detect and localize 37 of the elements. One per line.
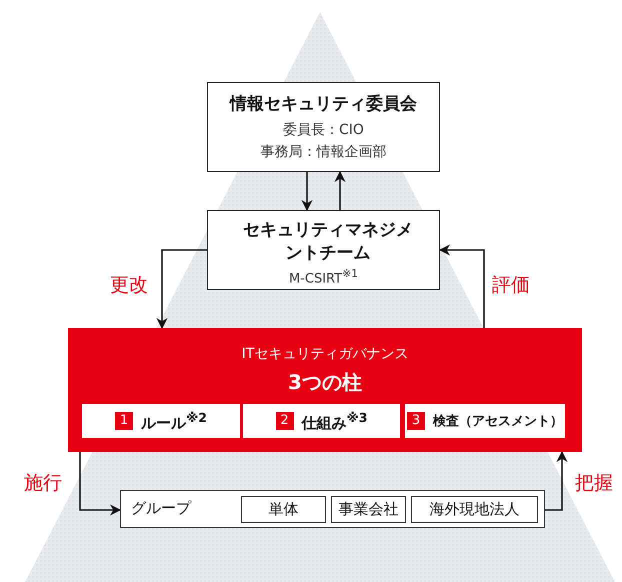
panel-subtitle: ITセキュリティガバナンス [240,345,410,364]
entity-box [331,496,406,523]
arrow [156,249,207,330]
pillar-label: 検査（アセスメント） [433,413,563,430]
team-abbreviation: M-CSIRT$^{※1}$ [288,266,360,288]
number-badge: 3 [407,412,425,430]
pillar-box [82,404,240,438]
governance-panel [68,328,582,452]
group-box [120,490,545,528]
edge-label: 施行 [24,471,62,496]
panel-title: 3つの柱 [287,369,363,396]
entity-label: 単体 [268,500,298,519]
committee-title: 情報セキュリティ委員会 [228,93,418,116]
entity-label: 海外現地法人 [430,500,520,519]
committee-box [207,82,440,172]
entity-box [411,496,538,523]
edge-label: 評価 [492,273,530,298]
arrow [301,172,313,212]
team-name: セキュリティマネジメントチーム [242,219,414,265]
entity-box [241,496,326,523]
group-label: グループ [131,499,191,518]
edge-label: 把握 [575,471,613,496]
number-badge: 2 [276,412,294,430]
arrow [334,170,346,210]
entity-label: 事業会社 [338,500,398,519]
arrow [545,450,568,511]
pillar-label: ルール$^{※2}$ [141,410,207,432]
committee-member: 委員長：CIO [282,121,365,140]
pillar-label: 仕組み$^{※3}$ [302,410,368,432]
edge-label: 更改 [110,273,148,298]
committee-member: 事務局：情報企画部 [260,143,388,162]
arrow [438,244,485,328]
pillar-box [405,404,565,438]
arrow [79,452,122,516]
pillar-box [243,404,400,438]
team-box [207,210,440,290]
number-badge: 1 [115,412,134,430]
